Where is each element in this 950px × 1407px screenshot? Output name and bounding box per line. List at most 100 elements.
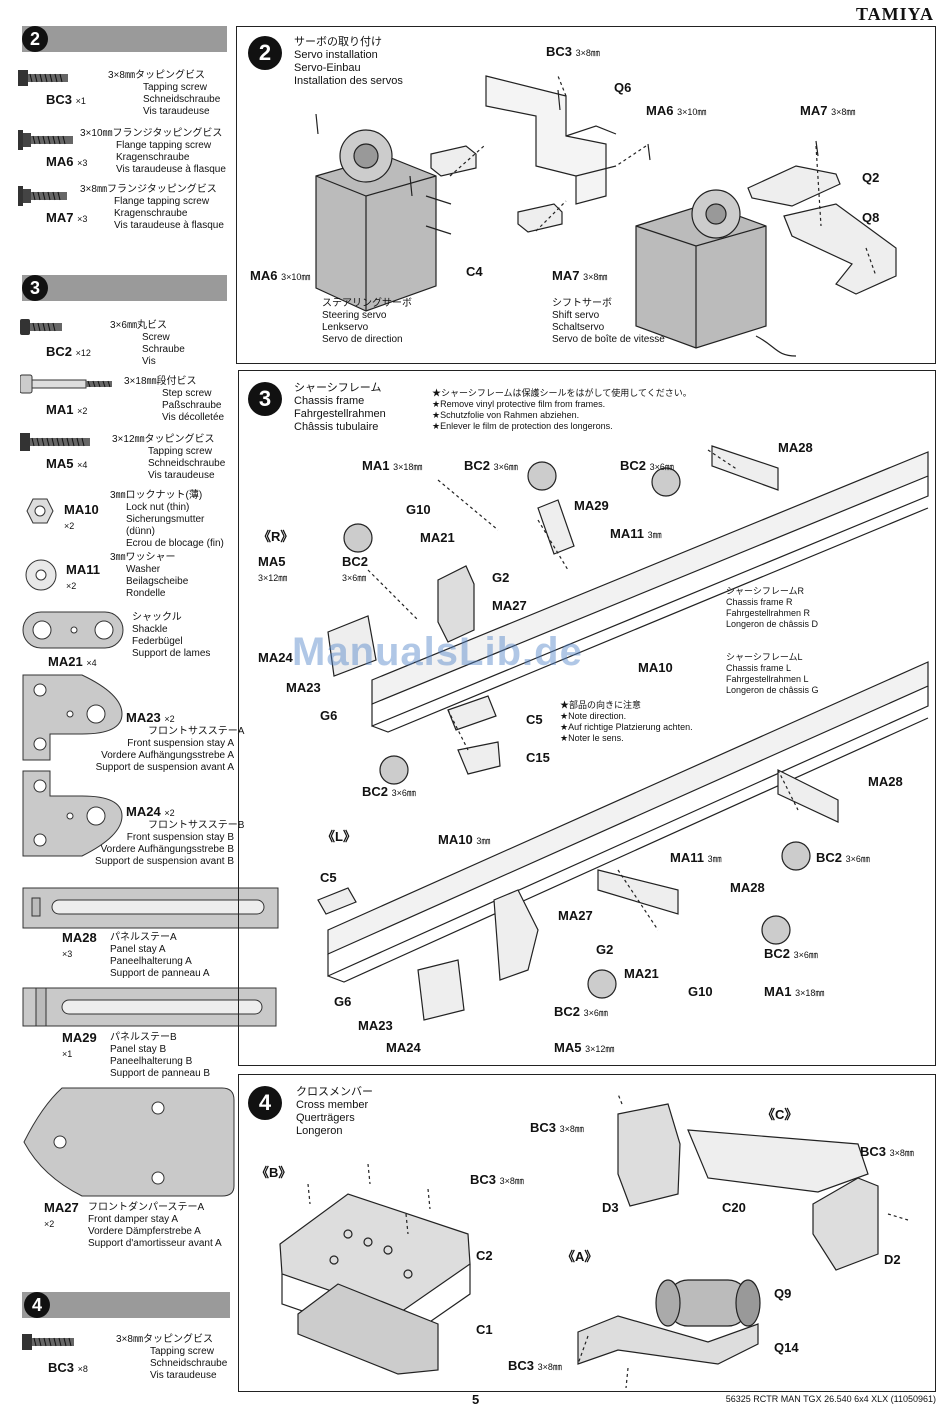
shackle-icon	[22, 611, 124, 649]
label-g2-a: G2	[492, 570, 510, 585]
label-ma27-b: MA27	[558, 908, 593, 923]
label-q6: Q6	[614, 80, 632, 95]
part-ma29-spec: パネルステーB	[110, 1032, 177, 1043]
steering-servo-label: ステアリングサーボ Steering servo Lenkservo Servo…	[322, 298, 412, 345]
label-ma23-a: MA23	[286, 680, 321, 695]
screw-icon	[18, 70, 68, 86]
step4-title: クロスメンバー Cross member Querträgers Longero…	[296, 1086, 373, 1137]
label-b-group: 《B》	[256, 1165, 292, 1180]
label-c20: C20	[722, 1200, 746, 1215]
label-c5-b: C5	[320, 870, 337, 885]
footer-code: 56325 RCTR MAN TGX 26.540 6x4 XLX (11050…	[725, 1394, 936, 1404]
label-ma7-bottom: MA7 3×8㎜	[552, 268, 608, 283]
part-ma24-spec: フロントサスステーB	[148, 820, 245, 831]
label-bc3-d: BC3 3×8㎜	[508, 1358, 562, 1373]
part-ma11-code: MA11×2	[66, 562, 100, 591]
step4-parts-header	[22, 1292, 230, 1318]
label-ma1-b: MA1 3×18㎜	[764, 984, 825, 999]
label-d3: D3	[602, 1200, 619, 1215]
part-ma7-desc: Flange tapping screw Kragenschraube Vis …	[114, 196, 224, 231]
part-ma28-desc: Panel stay A Paneelhalterung A Support d…	[110, 944, 210, 979]
label-ma28-b: MA28	[868, 774, 903, 789]
label-ma28-a: MA28	[778, 440, 813, 455]
label-ma21-b: MA21	[624, 966, 659, 981]
label-g6-a: G6	[320, 708, 338, 723]
label-q2: Q2	[862, 170, 880, 185]
step2-title: サーボの取り付け Servo installation Servo-Einbau…	[294, 36, 403, 87]
label-bc2-d: BC2 3×6㎜	[362, 784, 416, 799]
part-ma23-spec: フロントサスステーA	[148, 726, 245, 737]
part-ma27-desc: Front damper stay A Vordere Dämpferstreb…	[88, 1214, 222, 1249]
label-c4: C4	[466, 264, 483, 279]
label-ma11-a: MA11 3㎜	[610, 526, 662, 541]
part-ma24-code: MA24 ×2	[126, 804, 175, 819]
part-ma10-code: MA10×2	[64, 502, 99, 531]
step3-parts-header	[22, 275, 227, 301]
label-bc3-c: BC3 3×8㎜	[470, 1172, 524, 1187]
part-ma5-spec: 3×12㎜タッピングビス	[112, 434, 215, 445]
part-ma5-desc: Tapping screw Schneidschraube Vis taraud…	[148, 446, 226, 481]
label-r: 《R》	[258, 529, 294, 544]
label-ma27-a: MA27	[492, 598, 527, 613]
label-ma1-top: MA1 3×18㎜	[362, 458, 423, 473]
part-ma28-code: MA28×3	[62, 930, 97, 959]
label-ma7-top: MA7 3×8㎜	[800, 103, 856, 118]
part-ma28-spec: パネルステーA	[110, 932, 177, 943]
label-g2-b: G2	[596, 942, 614, 957]
step3-diagram	[317, 445, 929, 1021]
shift-servo-label: シフトサーボ Shift servo Schaltservo Servo de …	[552, 298, 665, 345]
part-ma27-spec: フロントダンパーステーA	[88, 1202, 205, 1213]
front-suspension-stay-a-icon	[22, 674, 123, 761]
washer-icon	[25, 559, 57, 591]
label-bc3-b: BC3 3×8㎜	[860, 1144, 914, 1159]
step-screw-icon	[20, 374, 112, 394]
label-q14: Q14	[774, 1340, 799, 1355]
step3-panel-number: 3	[248, 382, 282, 416]
part-ma5-code: MA5 ×4	[46, 456, 88, 471]
label-g10-b: G10	[688, 984, 713, 999]
screw-icon	[20, 433, 90, 451]
part-ma1-desc: Step screw Paßschraube Vis décolletée	[162, 388, 225, 423]
part-bc3a-desc: Tapping screw Schneidschraube Vis taraud…	[143, 82, 221, 117]
label-ma21-a: MA21	[420, 530, 455, 545]
panel-stay-b-icon	[22, 987, 277, 1027]
step2-diagram	[315, 75, 897, 357]
part-bc3a-code: BC3 ×1	[46, 92, 86, 107]
part-ma11-spec: 3㎜ワッシャー	[110, 552, 176, 563]
label-bc3: BC3 3×8㎜	[546, 44, 600, 59]
part-bc3b-desc: Tapping screw Schneidschraube Vis taraud…	[150, 1346, 228, 1381]
panel-stay-a-icon	[22, 887, 279, 929]
part-ma10-desc: Lock nut (thin) Sicherungsmutter (dünn) …	[126, 502, 224, 549]
brand-logo: TAMIYA	[855, 4, 934, 24]
front-suspension-stay-b-icon	[22, 770, 123, 857]
part-ma6-spec: 3×10㎜フランジタッピングビス	[80, 128, 223, 139]
label-q9: Q9	[774, 1286, 792, 1301]
part-ma21-desc: Shackle Federbügel Support de lames	[132, 624, 211, 659]
part-ma11-desc: Washer Beilagscheibe Rondelle	[126, 564, 189, 599]
label-c-group: 《C》	[762, 1107, 798, 1122]
part-ma21-code: MA21 ×4	[48, 654, 97, 669]
part-bc2-desc: Screw Schraube Vis	[142, 332, 185, 367]
part-ma23-desc: Front suspension stay A Vordere Aufhängu…	[95, 738, 234, 773]
frame-r-label: シャーシフレームR Chassis frame R Fahrgestellrah…	[726, 586, 819, 629]
label-ma11-b: MA11 3㎜	[670, 850, 722, 865]
label-bc2-g: BC2 3×6㎜	[554, 1004, 608, 1019]
direction-note: ★部品の向きに注意 ★Note direction. ★Auf richtige…	[560, 700, 693, 743]
part-bc3b-code: BC3 ×8	[48, 1360, 88, 1375]
label-d2: D2	[884, 1252, 901, 1267]
step3-panel	[238, 370, 936, 1066]
watermark: ManualsLib.de	[292, 630, 583, 674]
label-bc3-a: BC3 3×8㎜	[530, 1120, 584, 1135]
lock-nut-icon	[26, 498, 54, 524]
step3-title: シャーシフレーム Chassis frame Fahrgestellrahmen…	[294, 382, 386, 433]
label-l: 《L》	[322, 829, 356, 844]
part-bc3a-spec: 3×8㎜タッピングビス	[108, 70, 205, 81]
frame-l-label: シャーシフレームL Chassis frame L Fahrgestellrah…	[726, 652, 819, 695]
label-ma24-b: MA24	[386, 1040, 421, 1055]
label-ma5-b: MA5 3×12㎜	[554, 1040, 615, 1055]
step2-number: 2	[22, 26, 48, 52]
label-bc2-f: BC2 3×6㎜	[764, 946, 818, 961]
label-ma10-b: MA10 3㎜	[438, 832, 491, 847]
